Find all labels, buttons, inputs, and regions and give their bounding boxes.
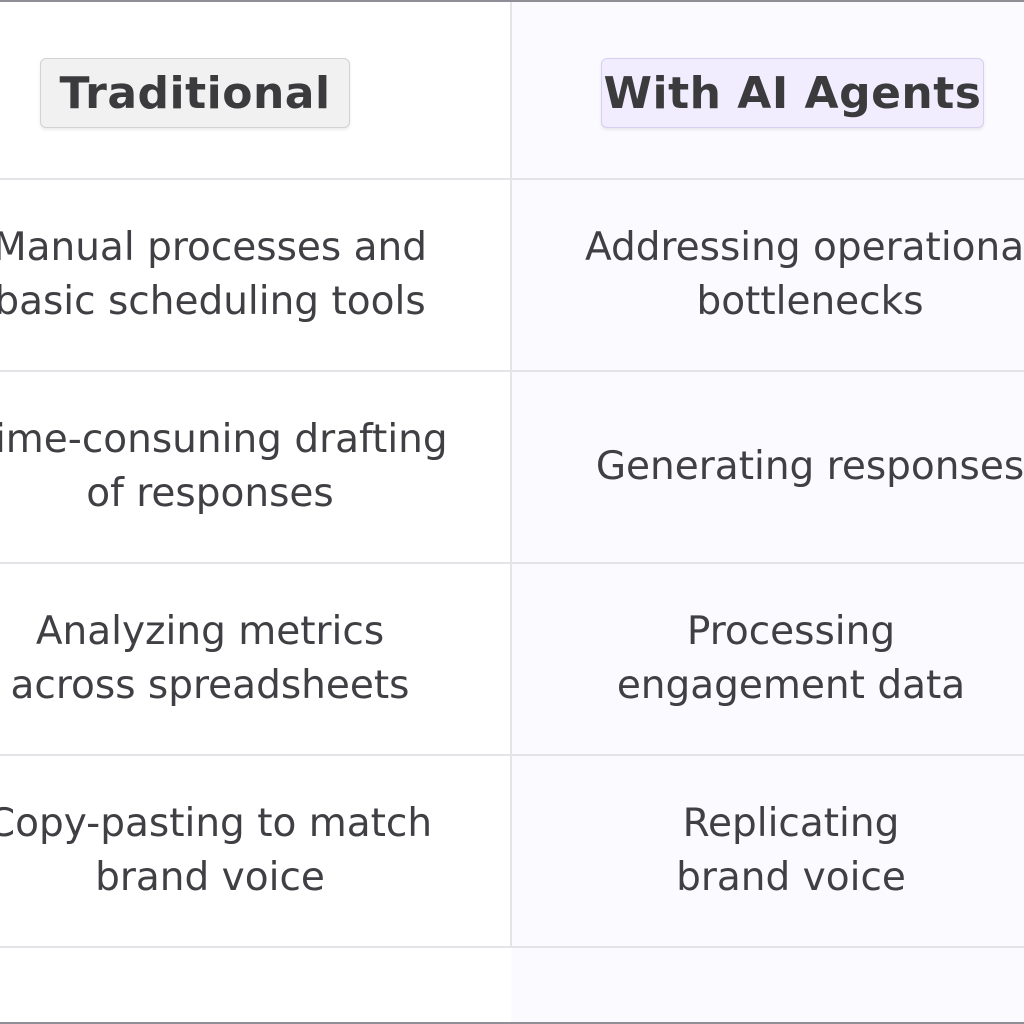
cell-line: Processing xyxy=(686,609,896,654)
row-divider xyxy=(0,562,1024,564)
row-divider xyxy=(0,370,1024,372)
traditional-cell-3: Analyzing metrics across spreadsheets xyxy=(0,564,500,754)
cell-line: Addressing operational xyxy=(584,225,1024,270)
cell-line: across spreadsheets xyxy=(10,663,410,708)
row-divider xyxy=(0,754,1024,756)
cell-line: brand voice xyxy=(676,855,906,900)
cell-line: Generating responses xyxy=(595,444,1024,489)
cell-line: of responses xyxy=(86,471,334,516)
cell-line: basic scheduling tools xyxy=(0,279,426,324)
column-divider xyxy=(510,2,512,946)
traditional-cell-4: Copy-pasting to match brand voice xyxy=(0,756,500,946)
ai-agents-header: With AI Agents xyxy=(601,58,984,128)
ai-cell-4: Replicating brand voice xyxy=(511,756,1024,946)
traditional-cell-1: Manual processes and basic scheduling to… xyxy=(0,180,500,370)
ai-cell-2: Generating responses xyxy=(530,372,1024,562)
row-divider xyxy=(0,946,1024,948)
ai-cell-1: Addressing operational bottlenecks xyxy=(530,180,1024,370)
traditional-cell-2: Time-consuning drafting of responses xyxy=(0,372,500,562)
cell-line: Time-consuning drafting xyxy=(0,417,448,462)
traditional-header: Traditional xyxy=(40,58,350,128)
cell-line: Manual processes and xyxy=(0,225,428,270)
cell-line: bottlenecks xyxy=(696,279,924,324)
ai-column-background xyxy=(511,2,1024,1022)
row-divider xyxy=(0,178,1024,180)
ai-cell-3: Processing engagement data xyxy=(511,564,1024,754)
cell-line: Analyzing metrics xyxy=(35,609,385,654)
cell-line: Replicating xyxy=(682,801,900,846)
cell-line: engagement data xyxy=(616,663,966,708)
cell-line: brand voice xyxy=(95,855,325,900)
cell-line: Copy-pasting to match xyxy=(0,801,433,846)
